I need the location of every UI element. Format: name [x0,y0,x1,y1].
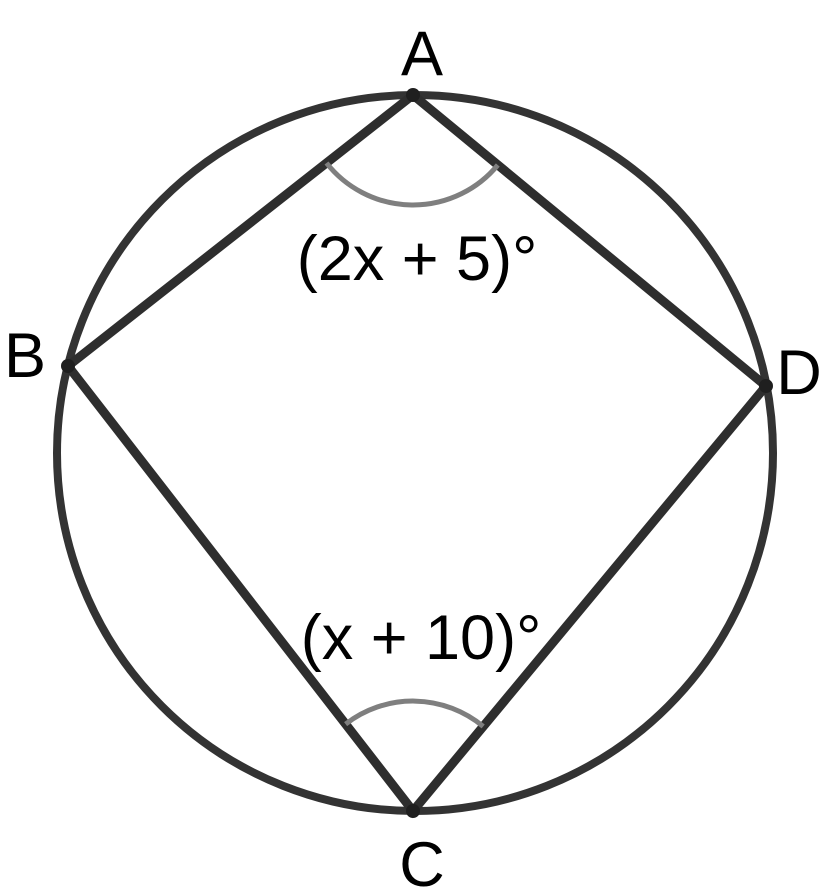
angle-label-at-c: (x + 10)° [301,603,542,673]
angle-arc-at-c [344,698,485,729]
vertex-dot-c [406,804,420,818]
vertex-dot-b [61,359,75,373]
vertex-label-b: B [4,321,46,391]
angle-label-at-a: (2x + 5)° [297,224,538,294]
vertex-label-d: D [776,338,822,408]
vertex-dot-a [406,88,420,102]
vertex-label-a: A [401,19,443,89]
angle-arc-at-a [324,161,500,208]
circumscribed-circle [53,91,777,815]
vertex-label-c: C [399,830,445,896]
vertex-dot-d [759,379,773,393]
